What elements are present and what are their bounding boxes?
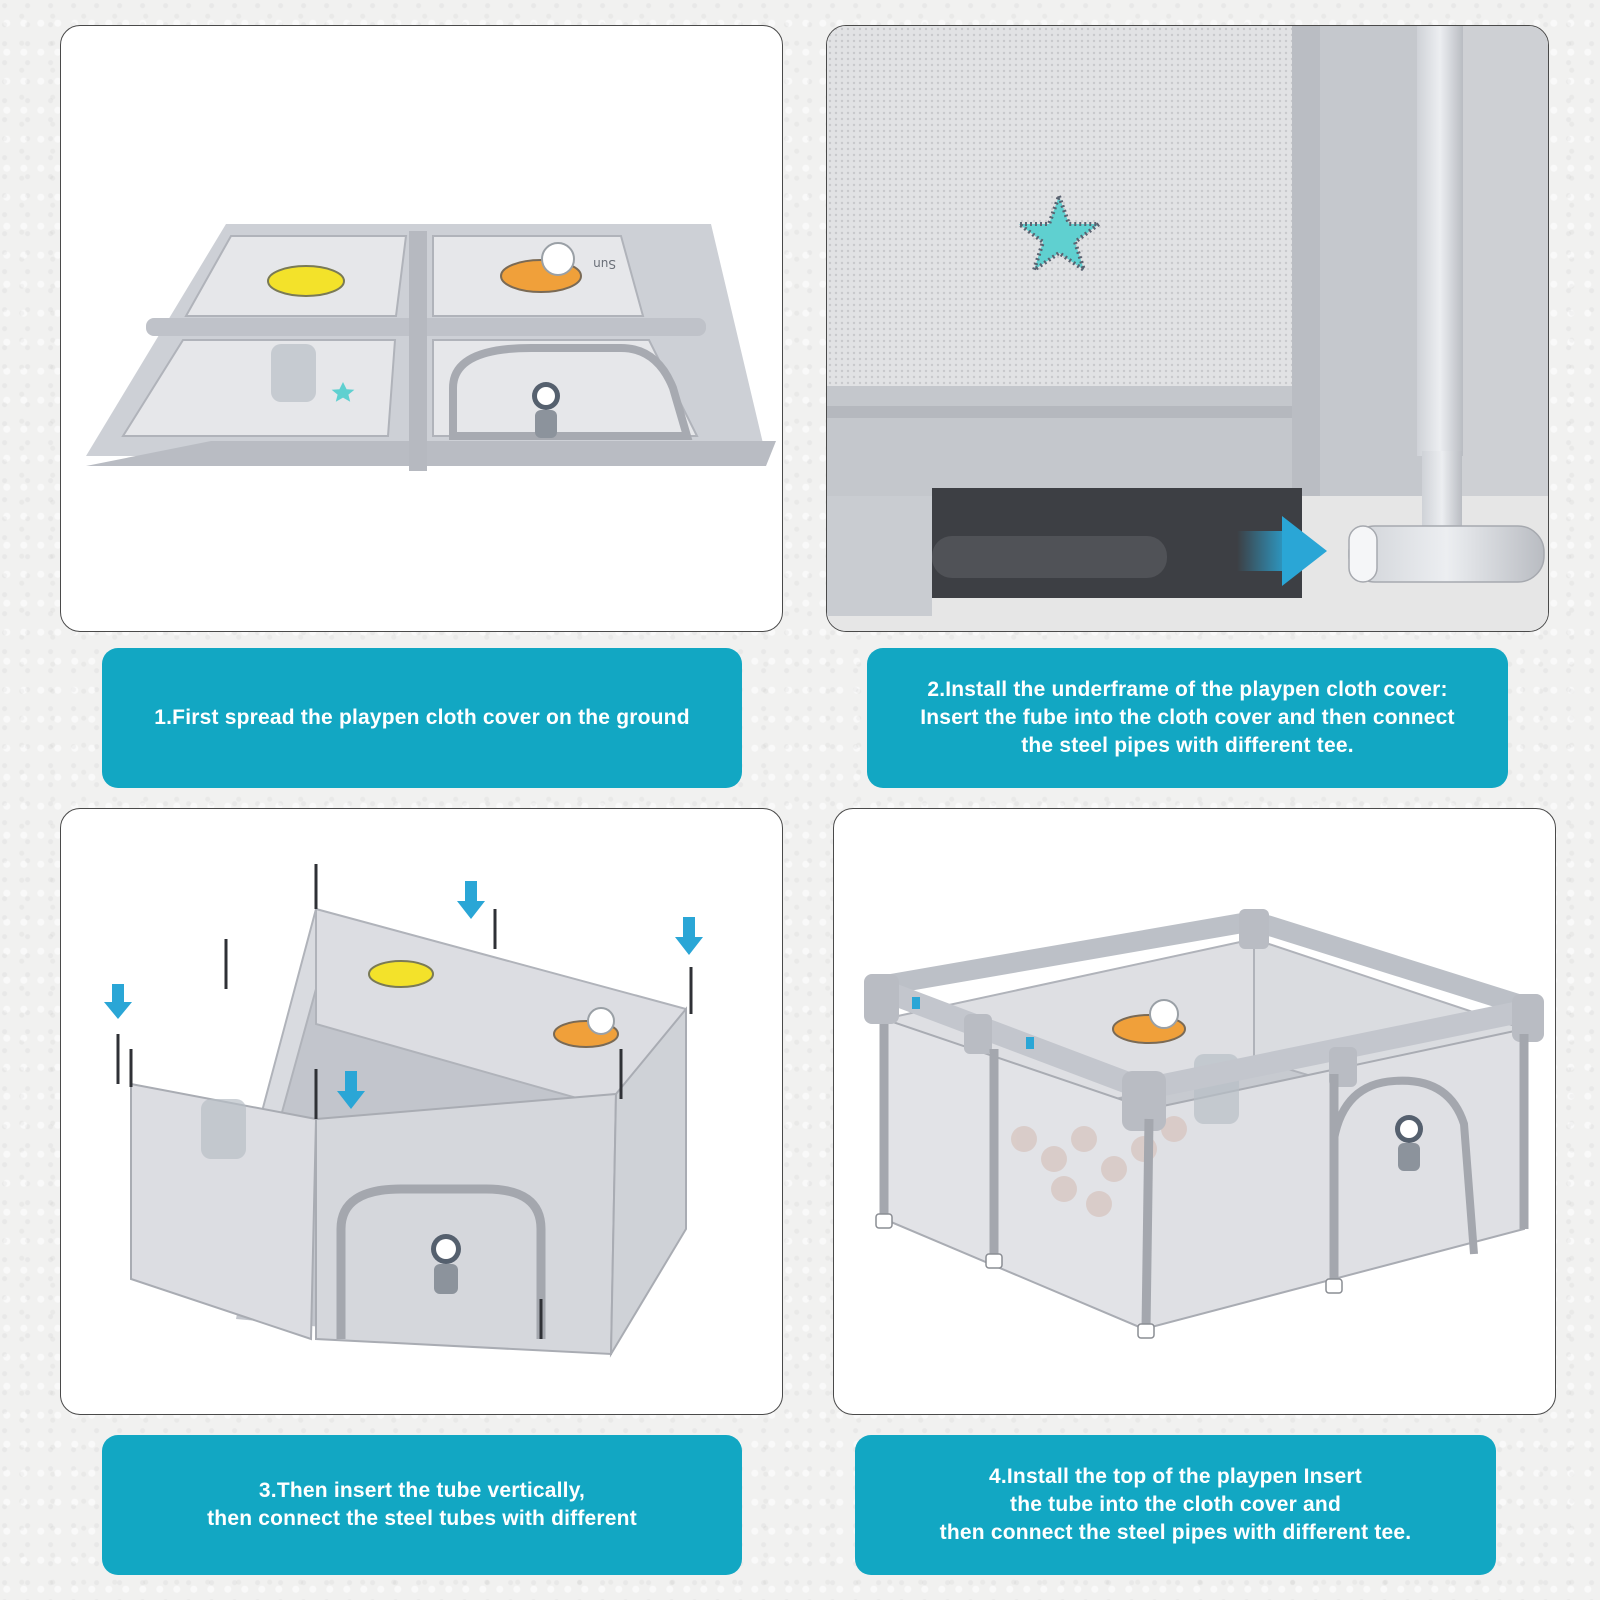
underframe-tee-connector-icon xyxy=(827,26,1548,631)
step-2-caption-line-2: Insert the fube into the cloth cover and… xyxy=(920,706,1455,729)
step-2-image-panel xyxy=(826,25,1549,632)
step-4-caption: 4.Install the top of the playpen Insert … xyxy=(855,1435,1496,1575)
step-3-caption: 3.Then insert the tube vertically, then … xyxy=(102,1435,742,1575)
step-2-caption-line-3: the steel pipes with different tee. xyxy=(1021,734,1354,757)
step-1-caption: 1.First spread the playpen cloth cover o… xyxy=(102,648,742,788)
step-4-caption-line-2: the tube into the cloth cover and xyxy=(1010,1493,1341,1516)
flat-playpen-cover-icon: Sun xyxy=(86,224,776,471)
step-3-caption-line-2: then connect the steel tubes with differ… xyxy=(207,1507,637,1530)
sun-text: Sun xyxy=(593,257,616,271)
step-3-image-panel xyxy=(60,808,783,1415)
step-2-caption-line-1: 2.Install the underframe of the playpen … xyxy=(927,678,1448,701)
step-4-image-panel xyxy=(833,808,1556,1415)
step-3-caption-line-1: 3.Then insert the tube vertically, xyxy=(258,1479,586,1502)
step-1-image-panel: Sun xyxy=(60,25,783,632)
vertical-tubes-insertion-icon xyxy=(104,864,703,1358)
assembled-playpen-icon xyxy=(864,909,1544,1339)
step-1-caption-line-1: 1.First spread the playpen cloth cover o… xyxy=(154,706,690,729)
step-4-caption-line-1: 4.Install the top of the playpen Insert xyxy=(988,1465,1362,1488)
step-2-caption: 2.Install the underframe of the playpen … xyxy=(867,648,1508,788)
step-4-caption-line-3: then connect the steel pipes with differ… xyxy=(939,1521,1412,1544)
